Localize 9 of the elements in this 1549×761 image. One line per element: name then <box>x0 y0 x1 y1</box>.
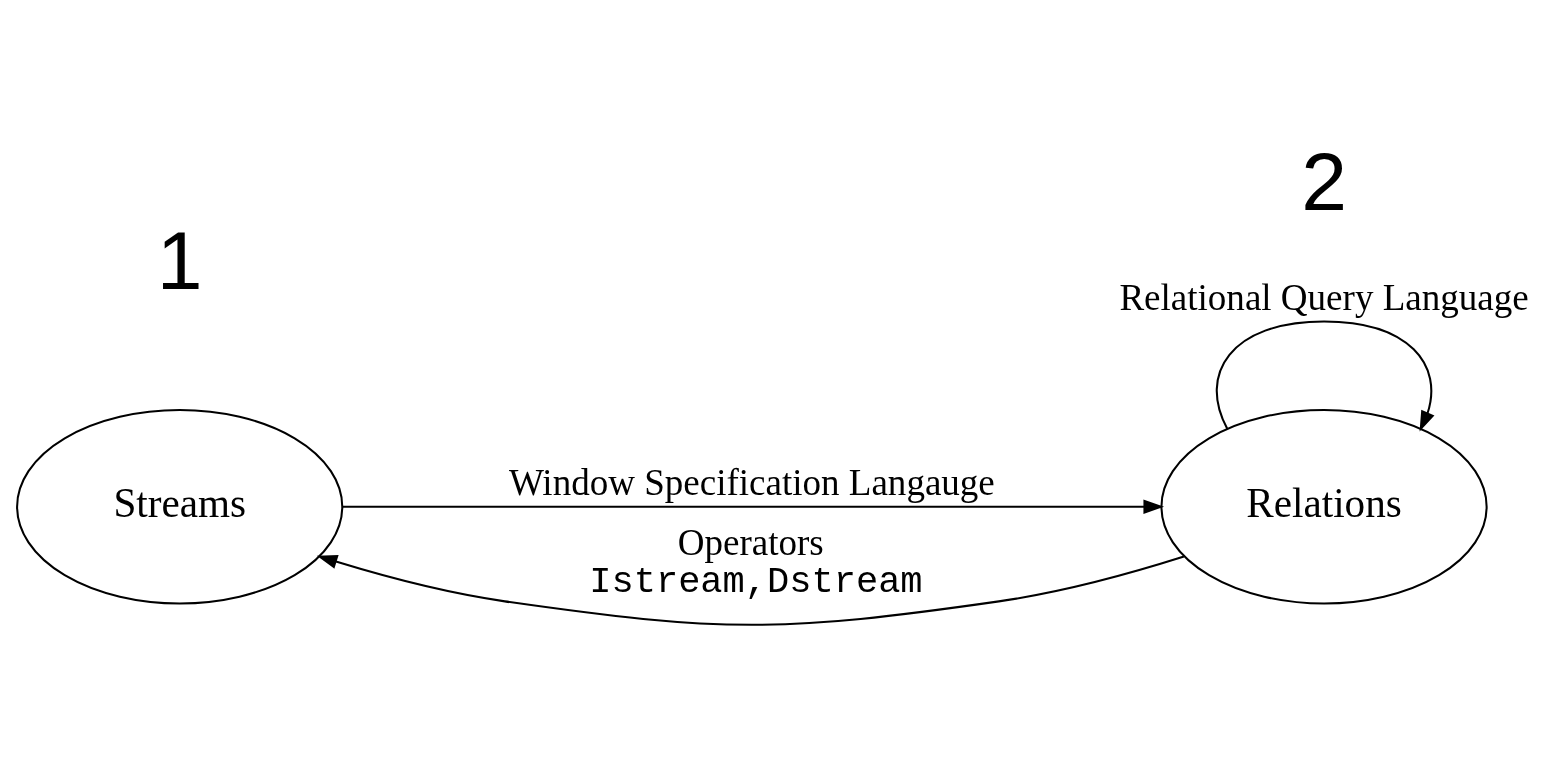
node-ellipse: Streams <box>16 408 344 605</box>
label: 1 <box>156 213 203 306</box>
arrow <box>342 499 1165 514</box>
label: 2 <box>1301 135 1347 228</box>
arrow <box>1215 320 1435 432</box>
arrow <box>316 554 1185 626</box>
edge-label: Relational Query Language <box>1119 276 1529 318</box>
edge-label: Window Specification Langauge <box>508 462 995 504</box>
edge-label: Operators <box>677 521 824 563</box>
